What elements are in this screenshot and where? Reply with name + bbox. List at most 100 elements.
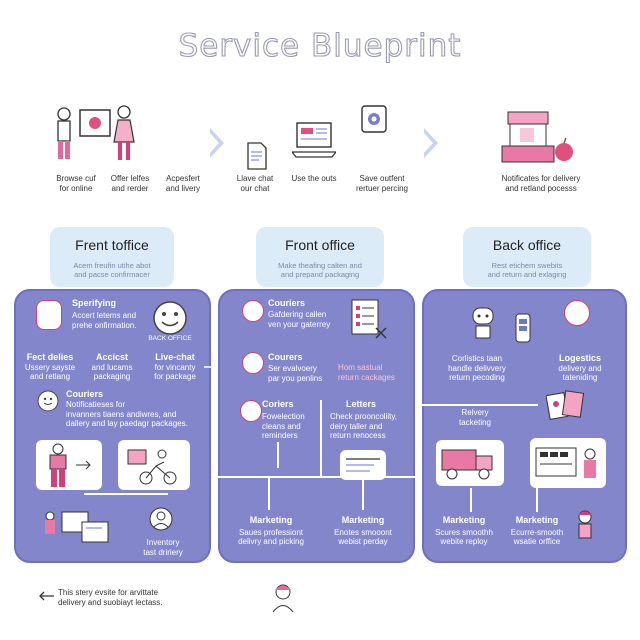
section-title: Frent toffice — [75, 237, 149, 253]
c3-title: Coriers — [262, 399, 294, 409]
top-caption-2: Offer lelfes and rerder — [110, 174, 150, 193]
robot-icon — [468, 304, 498, 340]
flow-line — [277, 442, 279, 468]
section-header-front-toffice: Frent toffice Acem freufin utihe abot an… — [50, 227, 174, 287]
section-subtitle: Make theafing calten and and prepand pac… — [278, 261, 362, 279]
flow-line — [84, 493, 168, 495]
phone-icon — [514, 312, 532, 344]
m3-text: Scures smoothh webite reploy — [435, 527, 493, 547]
couriers-title: Couriers — [66, 389, 104, 399]
dashboard-tile — [530, 438, 606, 488]
flow-line — [536, 488, 538, 512]
col1-block: Fect delies Ussery sayste and retlang — [20, 352, 80, 382]
col3-text: for vincanty for package — [154, 362, 196, 382]
flow-line — [362, 476, 364, 510]
truck-tile — [436, 440, 504, 486]
inventory-title: Inventory — [146, 538, 180, 547]
flow-line — [470, 488, 472, 512]
top-caption-4: Llave chat our chat — [236, 174, 274, 193]
spec-title: Sperifying — [72, 298, 117, 308]
couriers-text: Notificatieses for invanners tiaens andi… — [66, 400, 188, 428]
cards-icon — [545, 388, 588, 424]
c1-text: Gafdering callen ven your gaterrey — [268, 310, 331, 329]
l1-text: handle delivvery return pecoding — [448, 363, 506, 383]
relv-text: tacketing — [458, 417, 492, 427]
section-title: Front office — [285, 237, 355, 253]
top-caption-6: Save outfent rertuer percing — [355, 174, 409, 193]
m1-title: Marketing — [249, 515, 293, 525]
m2-text: Enotes smooont webist perday — [334, 527, 392, 547]
letters-title: Letters — [346, 399, 377, 409]
store-board-illustration — [52, 102, 142, 162]
footer-note: This stery evsite for arvittate delivery… — [58, 588, 163, 607]
col3-title: Live-chat — [155, 352, 195, 362]
l1-block: Corlistics taan handle delivvery return … — [432, 354, 522, 383]
chevron-right-icon — [424, 128, 438, 158]
avatar — [242, 300, 264, 322]
shop-stall-icon — [500, 108, 580, 168]
l2-title: Logestics — [558, 353, 601, 363]
badge-label: BACK OFFICE — [148, 335, 192, 342]
inventory-block: Inventory tast dririery — [128, 538, 198, 557]
l2-text: delivery and tateniding — [558, 363, 602, 383]
marketing-block-1: Marketing Saues professiont delivry and … — [226, 515, 316, 547]
document-icon — [246, 142, 268, 170]
person-tile — [36, 440, 102, 490]
section-header-front-office: Front office Make theafing calten and an… — [256, 227, 384, 287]
flow-line — [218, 476, 415, 478]
m3-title: Marketing — [442, 515, 486, 525]
c2-text: Ser evalvoery par you penlins — [268, 364, 323, 383]
m1-text: Saues professiont delivry and picking — [238, 527, 304, 547]
m4-text: Ecurre-smooth wsatie orffice — [510, 527, 564, 547]
l1-title: Corlistics taan — [451, 354, 503, 363]
relvery-block: Relvery tacketing — [440, 408, 510, 427]
top-caption-5: Use the outs — [291, 174, 337, 183]
top-caption-3: Acpesfert and livery — [165, 174, 201, 193]
section-header-back-office: Back office Rest etichem swebits and ret… — [463, 227, 591, 287]
chevron-right-icon — [210, 128, 224, 158]
page-title: Service Blueprint — [178, 27, 462, 64]
worker-avatar-icon — [148, 506, 174, 534]
flow-line — [268, 476, 270, 510]
col2-text: and lucams packaging — [91, 362, 133, 382]
flow-line — [320, 400, 322, 476]
c2-title: Courers — [268, 352, 303, 362]
top-caption-7: Notificates for delivery and retland poc… — [501, 174, 581, 193]
c2-pink-text: Hom sastual return cackages — [338, 363, 395, 382]
relv-title: Relvery — [461, 408, 489, 417]
avatar — [564, 300, 590, 326]
marketing-block-2: Marketing Enotes smooont webist perday — [318, 515, 408, 547]
laptop-icon — [290, 120, 338, 160]
inventory-text: tast dririery — [143, 547, 183, 557]
delivery-bike-tile — [118, 440, 190, 490]
flow-line — [422, 404, 538, 406]
col1-text: Ussery sayste and retlang — [24, 362, 76, 382]
section-subtitle: Rest etichem swebits and return and exla… — [487, 261, 567, 279]
top-caption-1: Browse cuf for online — [56, 174, 96, 193]
marketing-block-4: Marketing Ecurre-smooth wsatie orffice — [500, 515, 574, 547]
screens-icon — [40, 508, 112, 548]
col3-block: Live-chat for vincanty for package — [144, 352, 206, 382]
c1-title: Couriers — [268, 298, 306, 308]
col2-block: Accicst and lucams packaging — [82, 352, 142, 382]
col1-title: Fect delies — [26, 352, 74, 362]
avatar — [36, 300, 62, 330]
arrow-left-icon — [38, 588, 54, 601]
m2-title: Marketing — [341, 515, 385, 525]
marketing-block-3: Marketing Scures smoothh webite reploy — [424, 515, 504, 547]
checklist-doc-icon — [346, 298, 390, 342]
smile-circle-icon — [36, 389, 60, 413]
section-title: Back office — [492, 237, 562, 253]
person-avatar-icon — [270, 582, 296, 614]
col2-title: Accicst — [95, 352, 129, 362]
avatar — [242, 352, 264, 374]
avatar — [240, 400, 262, 422]
smiley-badge-icon — [146, 296, 194, 344]
spec-text: Accert letems and prehe onfirmation. — [72, 311, 137, 330]
c3-text: Fowelection cleans and reminders — [262, 412, 305, 440]
letters-text: Check prooncoliity, deiry taller and ret… — [330, 412, 397, 440]
form-tile — [340, 450, 386, 480]
girl-avatar-icon — [572, 508, 598, 542]
tablet-icon — [360, 104, 388, 134]
m4-title: Marketing — [515, 515, 559, 525]
